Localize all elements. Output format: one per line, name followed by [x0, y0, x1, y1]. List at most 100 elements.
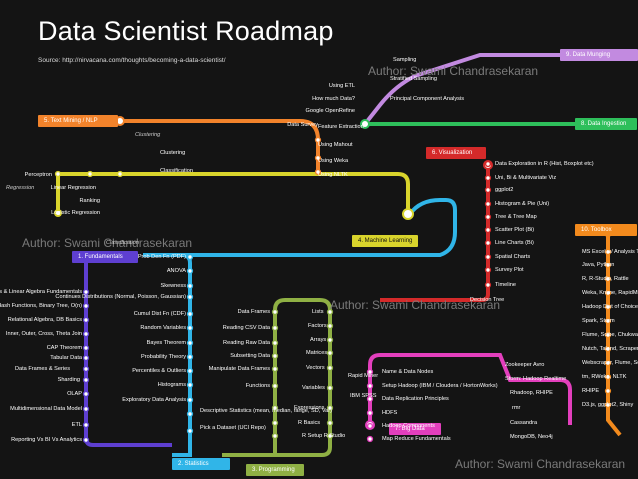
track-text-mining — [118, 119, 320, 174]
station-dot — [82, 354, 90, 362]
fundamentals-station: Inner, Outer, Cross, Theta Join — [5, 331, 82, 337]
station-dot — [186, 410, 194, 418]
programming-station: Data Frames — [237, 309, 270, 315]
group-label-clustering: Clustering — [135, 132, 161, 138]
fundamentals-station: Multidimensional Data Model — [10, 406, 82, 412]
station-dot — [186, 427, 194, 435]
station-dot — [484, 239, 492, 247]
text-mining-station: Linear Regression — [50, 185, 96, 191]
station-dot — [484, 174, 492, 182]
toolbox-station: D3.js, ggplot2, Shiny — [582, 402, 634, 408]
big-data-station: Setup Hadoop (IBM / Cloudera / HortonWor… — [382, 383, 498, 389]
station-dot — [271, 419, 279, 427]
text-mining-station: Feature Extraction — [318, 124, 364, 130]
text-mining-station: Clustering — [160, 150, 186, 156]
big-data-station: Hadoop Components — [382, 423, 435, 429]
station-dot — [82, 421, 90, 429]
big-data-station: Data Replication Principles — [382, 396, 449, 402]
station-dot — [186, 253, 194, 261]
station-dot — [82, 330, 90, 338]
text-mining-station: Using Weka — [318, 158, 349, 164]
big-data-station: rmr — [512, 405, 521, 411]
big-data-station: Rhadoop, RHIPE — [510, 390, 553, 396]
visualization-station: Uni, Bi & Multivariate Viz — [495, 175, 557, 181]
visualization-station: Data Exploration in R (Hist, Boxplot etc… — [495, 161, 594, 167]
programming-station: R Basics — [298, 420, 321, 426]
station-dot — [366, 435, 374, 443]
programming-station: Lists — [312, 309, 324, 315]
station-dot — [484, 281, 492, 289]
programming-station: Reading CSV Data — [222, 325, 270, 331]
visualization-station: ggplot2 — [495, 187, 514, 193]
toolbox-station: RHIPE — [582, 388, 600, 394]
station-dot — [604, 359, 612, 367]
station-dot — [82, 405, 90, 413]
toolbox-station: Webscraper, Flume, Sqoop — [582, 360, 638, 366]
text-mining-station: Sampling — [393, 57, 417, 63]
author-credit: Author: Swami Chandrasekaran — [22, 236, 193, 250]
visualization-station: Timeline — [495, 282, 516, 288]
station-dot — [326, 336, 334, 344]
statistics-station: Skewness — [160, 283, 187, 289]
visualization-station: Tree & Tree Map — [495, 214, 537, 220]
station-dot — [604, 261, 612, 269]
station-dot — [366, 395, 374, 403]
station-dot — [82, 316, 90, 324]
big-data-station: HDFS — [382, 410, 398, 416]
station-dot — [54, 170, 62, 178]
page-title: Data Scientist Roadmap — [38, 16, 334, 46]
text-mining-station: Principal Component Analysis — [390, 96, 464, 102]
line-badge-data-munging: 9. Data Munging — [560, 49, 638, 61]
programming-station: Matrices — [306, 350, 328, 356]
station-dot — [326, 322, 334, 330]
statistics-station: Cumul Dist Fn (CDF) — [133, 311, 186, 317]
programming-station: Arrays — [310, 337, 327, 343]
line-badge-big-data: 7. Big Data — [389, 423, 441, 435]
station-dot — [604, 275, 612, 283]
station-dot — [366, 368, 374, 376]
toolbox-station: Flume, Scibe, Chukwa — [582, 332, 638, 338]
station-dot — [484, 253, 492, 261]
station-dot — [186, 339, 194, 347]
visualization-station: Line Charts (Bi) — [495, 240, 534, 246]
station-dot — [604, 401, 612, 409]
station-dot — [271, 432, 279, 440]
visualization-station: Decision Tree — [470, 297, 505, 303]
fundamentals-station: Hash Functions, Binary Tree, O(n) — [0, 303, 82, 309]
programming-station: Reading Raw Data — [223, 340, 270, 346]
statistics-station: Random Variables — [140, 325, 186, 331]
toolbox-station: tm, RWeka, NLTK — [582, 374, 627, 380]
programming-station: Rapid Miner — [348, 373, 379, 379]
station-dot — [82, 376, 90, 384]
station-dot — [116, 170, 124, 178]
visualization-station: Spatial Charts — [495, 254, 531, 260]
station-dot — [604, 331, 612, 339]
station-dot — [604, 373, 612, 381]
station-dot — [326, 384, 334, 392]
line-badge-toolbox: 10. Toolbox — [575, 224, 637, 236]
station-dot — [484, 200, 492, 208]
line-badge-fundamentals: 1. Fundamentals — [72, 251, 138, 263]
text-mining-station: How much Data? — [312, 96, 355, 102]
statistics-station: Prob Den Fn (PDF) — [137, 254, 186, 260]
visualization-station: Histogram & Pie (Uni) — [495, 201, 550, 207]
visualization-station: Survey Plot — [495, 267, 524, 273]
fundamentals-station: Reporting Vs BI Vs Analytics — [11, 437, 82, 443]
station-dot — [484, 213, 492, 221]
statistics-station: Bayes Theorem — [146, 340, 186, 346]
station-dot — [484, 226, 492, 234]
station-dot — [326, 432, 334, 440]
text-mining-station: Using Mahout — [318, 142, 353, 148]
station-dot — [326, 404, 334, 412]
statistics-station: Histograms — [157, 382, 186, 388]
line-badge-programming: 3. Programming — [246, 464, 304, 476]
fundamentals-station: ETL — [71, 422, 82, 428]
station-dot — [82, 288, 90, 296]
programming-station: Functions — [245, 383, 270, 389]
programming-station: Variables — [302, 385, 325, 391]
group-label-classification: Classification — [106, 240, 139, 246]
text-mining-station: Ranking — [79, 198, 100, 204]
text-mining-station: Logistic Regression — [51, 210, 100, 216]
